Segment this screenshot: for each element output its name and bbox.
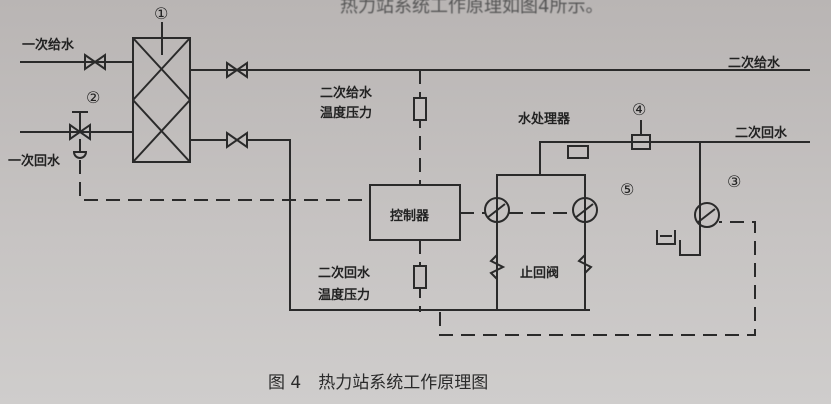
label-5: ⑤ [620, 180, 635, 199]
water-treater-icon [567, 145, 589, 159]
heat-exchanger [132, 22, 191, 163]
intro-text: 热力站系统工作原理如图4所示。 [340, 0, 604, 17]
pump-icon [484, 197, 510, 223]
return-sensor-label-1: 二次回水 [318, 266, 371, 281]
valve-icon [226, 61, 248, 149]
secondary-pipes [190, 61, 810, 311]
figure-caption: 图 4 热力站系统工作原理图 [268, 373, 489, 393]
supply-sensor-label-1: 二次给水 [320, 86, 373, 101]
primary-pipes [20, 53, 133, 159]
label-primary-return: 一次回水 [8, 154, 61, 169]
control-valve-icon [69, 111, 91, 141]
label-check-valve: 止回阀 [520, 266, 560, 281]
label-4: ④ [632, 100, 647, 119]
label-1: ① [154, 4, 169, 23]
pumps [484, 197, 720, 228]
supply-sensor-label-2: 温度压力 [320, 106, 373, 121]
label-primary-supply: 一次给水 [22, 38, 75, 53]
label-2: ② [86, 88, 101, 107]
check-valve-icon [489, 254, 593, 280]
return-sensor-label-2: 温度压力 [318, 288, 371, 303]
label-secondary-return: 二次回水 [735, 126, 788, 141]
label-secondary-supply: 二次给水 [728, 56, 781, 71]
pump-icon [694, 202, 720, 228]
pump-icon [572, 197, 598, 223]
supply-sensor-icon [413, 97, 427, 121]
valve-icon [84, 53, 106, 71]
label-controller: 控制器 [390, 209, 430, 224]
label-3: ③ [727, 172, 742, 191]
return-sensor-icon [413, 265, 427, 289]
label-water-treater: 水处理器 [518, 112, 571, 127]
tank-icon [656, 230, 676, 245]
